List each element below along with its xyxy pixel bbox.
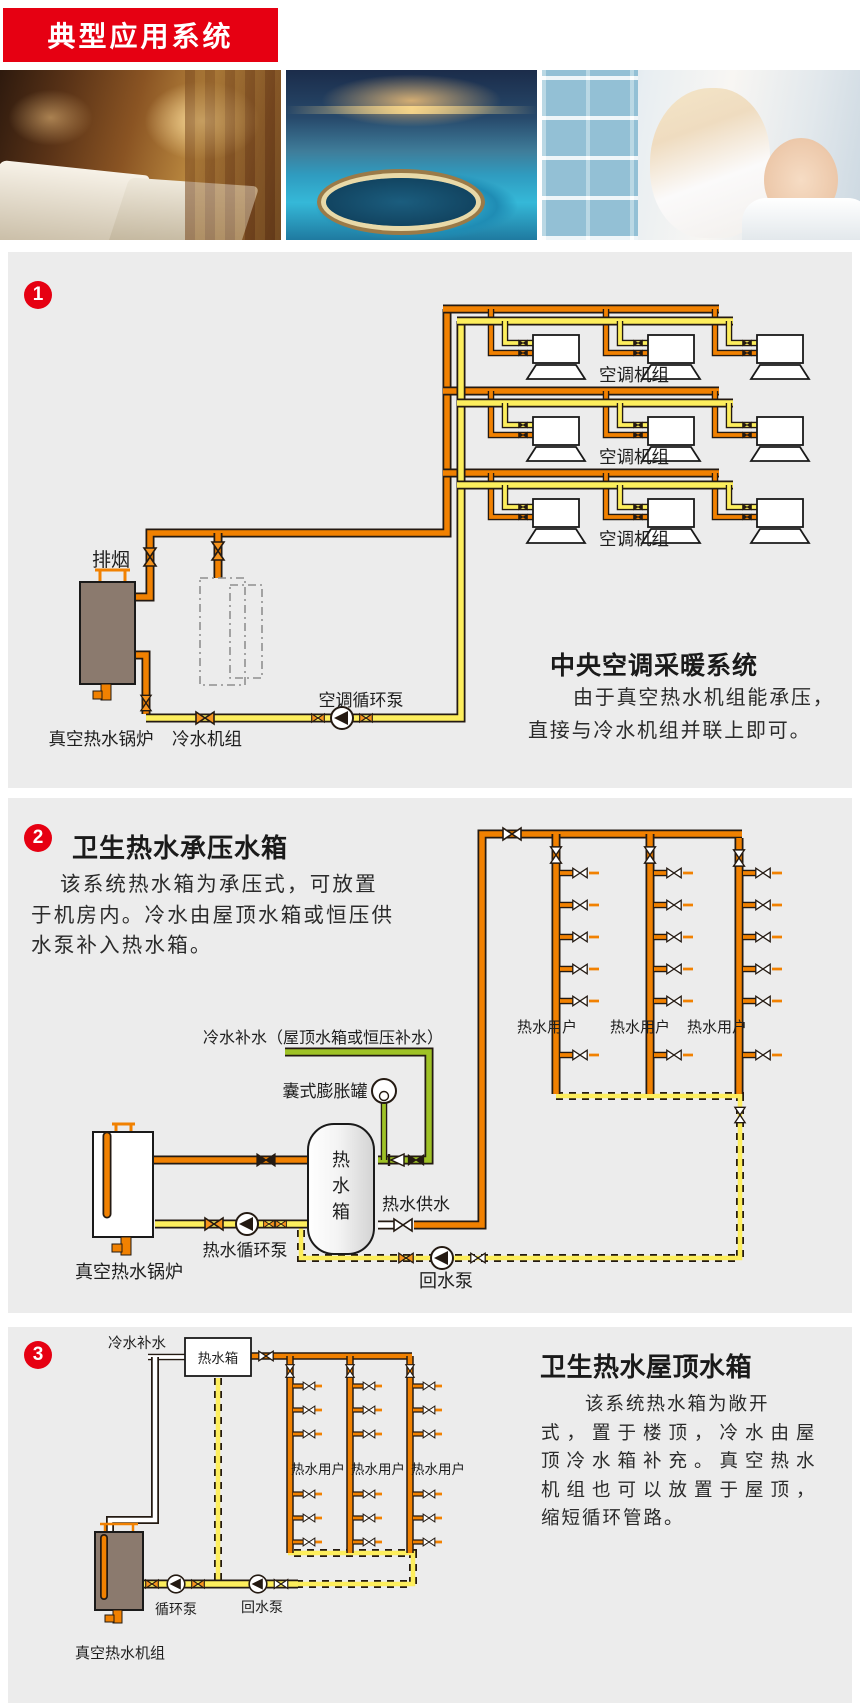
label-ahu-row3: 空调机组 — [599, 529, 669, 549]
diagram-pressurized-tank: 热 水 箱 冷水补水（屋顶水箱或恒压补水） 囊式膨胀罐 热水供水 热水循环泵 真… — [75, 827, 782, 1291]
label-vacuum-boiler: 真空热水锅炉 — [49, 729, 154, 749]
d3-orange-pipes — [251, 1352, 442, 1553]
section1-number-badge: 1 — [24, 281, 52, 309]
label-expansion-tank: 囊式膨胀罐 — [283, 1082, 368, 1101]
diagram-roof-tank: 热水箱 冷水补水 热水用户 热水用户 热水用户 循环泵 回水泵 真空热水机组 — [75, 1335, 465, 1662]
d1-orange-pipes — [135, 304, 757, 714]
diagram-central-ac-heating: 排烟 空调机组 空调机组 空调机组 空调循环泵 真空热水锅炉 冷水机组 — [49, 304, 810, 749]
label-hw-user-2: 热水用户 — [351, 1461, 405, 1477]
photo-spa-pool — [326, 178, 476, 226]
section2-heading: 卫生热水承压水箱 — [72, 833, 289, 863]
page-title: 典型应用系统 — [47, 21, 234, 52]
label-ahu-row1: 空调机组 — [599, 365, 669, 385]
d2-vacuum-boiler — [92, 1122, 154, 1256]
label-hw-user-3: 热水用户 — [411, 1461, 465, 1477]
section3-description: 该系统热水箱为敞开 式，置于楼顶，冷水由屋 顶冷水箱补充。真空热水 机组也可以放… — [541, 1393, 822, 1528]
page-title-banner: 典型应用系统 — [3, 8, 278, 62]
ac-circulation-pump-icon — [330, 706, 354, 730]
label-cold-makeup: 冷水补水 — [108, 1335, 166, 1352]
d2-return-pipes — [297, 1092, 744, 1262]
label-hw-user-1: 热水用户 — [291, 1461, 345, 1477]
hot-water-circulation-pump-icon — [235, 1212, 259, 1236]
section2-number-badge: 2 — [24, 824, 52, 852]
label-ac-pump: 空调循环泵 — [319, 691, 404, 710]
label-hot-supply: 热水供水 — [382, 1195, 450, 1214]
label-vacuum-boiler: 真空热水锅炉 — [75, 1262, 183, 1282]
label-circ-pump: 循环泵 — [155, 1601, 197, 1617]
label-roof-tank: 热水箱 — [198, 1351, 239, 1366]
d2-hot-water-tank: 热 水 箱 — [307, 1123, 375, 1255]
section3-panel — [8, 1327, 852, 1703]
tank-label-char: 热 — [332, 1150, 350, 1170]
label-exhaust: 排烟 — [92, 549, 130, 571]
section3-number-badge: 3 — [24, 1341, 52, 1369]
photo-indoor-pool — [286, 70, 537, 240]
label-chiller: 冷水机组 — [172, 729, 242, 749]
photo-hotel-room — [0, 70, 281, 240]
d2-orange-pipes — [153, 829, 782, 1230]
section1-description: 由于真空热水机组能承压， 直接与冷水机组并联上即可。 — [528, 687, 835, 742]
label-hw-user-3: 热水用户 — [687, 1019, 747, 1036]
d1-yellow-pipes — [146, 316, 757, 723]
exhaust-stack-icon — [112, 1122, 135, 1132]
return-pump-icon — [248, 1574, 268, 1594]
photo-glass-blocks — [542, 70, 638, 240]
d1-vacuum-boiler — [79, 568, 136, 701]
circulation-pump-icon — [166, 1574, 186, 1594]
label-hw-user-1: 热水用户 — [517, 1019, 577, 1036]
d3-vacuum-unit — [94, 1522, 144, 1624]
d1-chiller-dashed-boxes — [199, 577, 263, 686]
d2-expansion-tank-icon — [371, 1078, 397, 1104]
exhaust-stack-icon — [100, 1522, 138, 1532]
tank-label-char: 箱 — [332, 1202, 350, 1222]
label-hw-user-2: 热水用户 — [610, 1019, 670, 1036]
photo-light-glow — [286, 106, 537, 114]
return-pump-icon — [430, 1246, 454, 1270]
label-vacuum-unit: 真空热水机组 — [75, 1644, 165, 1662]
tank-label-char: 水 — [332, 1176, 350, 1196]
section2-description: 该系统热水箱为承压式，可放置 于机房内。冷水由屋顶水箱或恒压供 水泵补入热水箱。 — [31, 873, 395, 957]
photo-curtain-shape — [185, 70, 281, 240]
label-ahu-row2: 空调机组 — [599, 447, 669, 467]
section1-heading: 中央空调采暖系统 — [549, 652, 758, 680]
label-return-pump: 回水泵 — [241, 1599, 283, 1615]
section3-heading: 卫生热水屋顶水箱 — [540, 1352, 753, 1382]
label-circ-pump: 热水循环泵 — [203, 1241, 288, 1260]
d3-cold-pipes — [106, 1353, 185, 1532]
exhaust-stack-icon — [95, 568, 130, 582]
label-cold-makeup: 冷水补水（屋顶水箱或恒压补水） — [203, 1029, 443, 1047]
label-return-pump: 回水泵 — [419, 1271, 473, 1291]
d3-roof-tank: 热水箱 — [184, 1337, 252, 1377]
photo-bathtub — [742, 198, 860, 240]
photo-mother-baby-bath — [542, 70, 860, 240]
